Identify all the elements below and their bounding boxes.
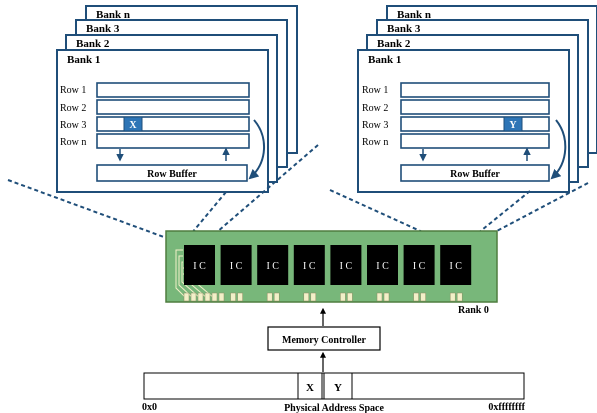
write-back-arrow xyxy=(248,119,266,180)
left-bank-stack: Bank n Bank 3 Bank 2 Bank 1 Row 1 Row 2 … xyxy=(56,5,298,193)
row-label: Row n xyxy=(362,137,388,148)
pcb-pins xyxy=(183,292,463,302)
row-buffer xyxy=(96,164,248,182)
memory-row xyxy=(96,133,250,149)
memory-row xyxy=(96,99,250,115)
connector-pin xyxy=(383,292,390,302)
row-label: Row 1 xyxy=(60,85,86,96)
ic-chip-label: I C xyxy=(449,261,462,272)
address-x-label: X xyxy=(306,382,314,394)
row-buffer-label: Row Buffer xyxy=(147,169,197,180)
address-y-cell xyxy=(323,372,353,400)
bank-title: Bank 3 xyxy=(387,23,421,35)
row-label: Row 1 xyxy=(362,85,388,96)
bank-title: Bank n xyxy=(96,9,130,21)
ic-chip-label: I C xyxy=(193,261,206,272)
ic-chip xyxy=(330,245,362,285)
memory-row xyxy=(96,116,250,132)
physical-address-space: X Y 0x0 Physical Address Space 0xfffffff… xyxy=(142,372,526,413)
ic-chip-label: I C xyxy=(413,261,426,272)
zoom-line xyxy=(471,182,589,245)
bank-title: Bank n xyxy=(397,9,431,21)
bank-title: Bank 1 xyxy=(368,54,401,66)
memory-cell-y xyxy=(503,116,523,132)
dram-module: I C I C I C I C I C I C I C I C Rank 0 xyxy=(165,230,498,316)
connector-pin xyxy=(230,292,236,302)
address-space-label: Physical Address Space xyxy=(284,403,384,413)
zoom-line xyxy=(7,179,184,245)
memory-cell-x xyxy=(123,116,143,132)
connector-pin xyxy=(237,292,243,302)
connector-pin xyxy=(310,292,317,302)
connector-pin xyxy=(204,292,211,302)
connector-pin xyxy=(218,292,225,302)
row-label: Row 3 xyxy=(362,120,388,131)
ic-chip xyxy=(220,245,252,285)
bank-title: Bank 2 xyxy=(76,38,110,50)
connector-pin xyxy=(273,292,280,302)
connector-pin xyxy=(197,292,204,302)
ic-chip xyxy=(367,245,398,285)
zoom-line xyxy=(209,144,319,239)
ic-chip-label: I C xyxy=(266,261,279,272)
right-bank-stack: Bank n Bank 3 Bank 2 Bank 1 Row 1 Row 2 … xyxy=(357,5,597,193)
row-label: Row 3 xyxy=(60,120,86,131)
bank-title: Bank 1 xyxy=(67,54,100,66)
connector-pin xyxy=(340,292,346,302)
memory-controller-label: Memory Controller xyxy=(282,335,367,346)
bank-title: Bank 2 xyxy=(377,38,411,50)
write-back-arrow xyxy=(550,119,567,180)
connector-pin xyxy=(420,292,426,302)
address-x-cell xyxy=(297,372,323,400)
ic-chip-label: I C xyxy=(230,261,243,272)
row-buffer-label: Row Buffer xyxy=(450,169,500,180)
ic-chip xyxy=(184,245,215,285)
ic-chip xyxy=(440,245,472,285)
memory-row xyxy=(400,133,550,149)
row-buffer xyxy=(400,164,550,182)
zoom-line xyxy=(471,190,531,239)
memory-cell-y-label: Y xyxy=(509,120,517,131)
memory-row xyxy=(400,116,550,132)
address-start-label: 0x0 xyxy=(142,402,157,413)
ic-chip xyxy=(403,245,435,285)
ic-chip-label: I C xyxy=(340,261,353,272)
connector-pin xyxy=(266,292,273,302)
connector-pin xyxy=(303,292,310,302)
bank-title: Bank 3 xyxy=(86,23,120,35)
connector-pin xyxy=(456,292,463,302)
memory-row xyxy=(96,82,250,98)
memory-row xyxy=(400,99,550,115)
ic-chip xyxy=(257,245,289,285)
ic-chip-label: I C xyxy=(303,261,316,272)
connector-pin xyxy=(413,292,419,302)
ic-chip xyxy=(293,245,325,285)
memory-controller-box xyxy=(267,326,381,351)
row-label: Row n xyxy=(60,137,86,148)
address-y-label: Y xyxy=(334,382,342,394)
connector-pin xyxy=(347,292,353,302)
rank-label: Rank 0 xyxy=(458,305,489,316)
connector-pin xyxy=(449,292,456,302)
memory-row xyxy=(400,82,550,98)
row-label: Row 2 xyxy=(60,103,86,114)
memory-cell-x-label: X xyxy=(129,120,137,131)
connector-pin xyxy=(183,292,190,302)
connector-pin xyxy=(376,292,383,302)
ic-chip-label: I C xyxy=(376,261,389,272)
connector-pin xyxy=(211,292,218,302)
connector-pin xyxy=(190,292,197,302)
row-label: Row 2 xyxy=(362,103,388,114)
address-end-label: 0xffffffff xyxy=(488,402,525,413)
